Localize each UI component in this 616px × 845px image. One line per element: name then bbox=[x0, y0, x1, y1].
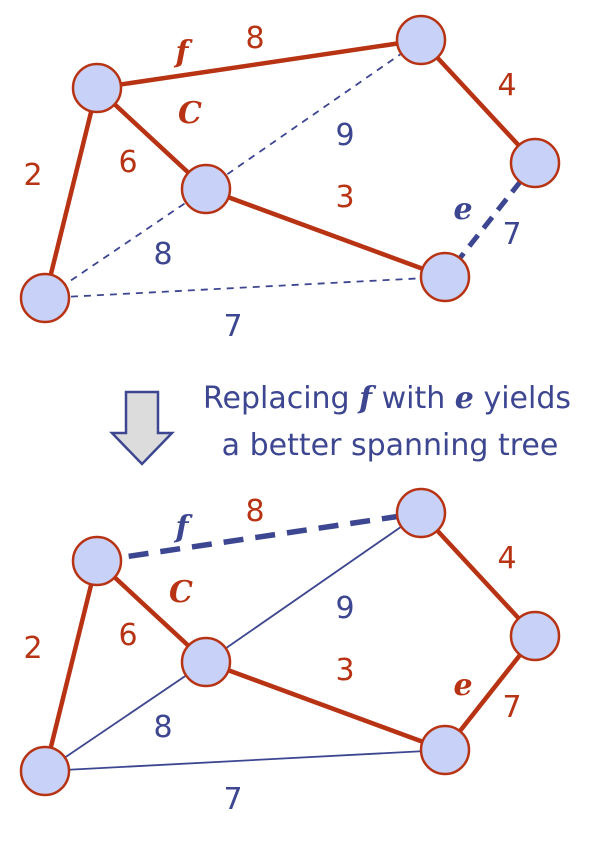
edge-weight-B-C: 4 bbox=[497, 68, 516, 103]
edge-weight-A-D: 6 bbox=[118, 145, 137, 180]
edge-weight-A-B: 8 bbox=[245, 21, 264, 56]
symbol-C: C bbox=[169, 575, 193, 610]
graph-before: 8 4 2 6 3 9 8 7 7 fCe bbox=[19, 14, 561, 344]
edge-weight-D-B: 9 bbox=[335, 118, 354, 153]
symbol-f: f bbox=[174, 510, 194, 545]
down-arrow-icon bbox=[109, 390, 175, 466]
node-A bbox=[71, 62, 123, 114]
node-A bbox=[71, 535, 123, 587]
edge-weight-E-F: 7 bbox=[223, 782, 242, 817]
edge-D-E bbox=[44, 661, 207, 772]
edge-weight-D-F: 3 bbox=[335, 653, 354, 688]
edge-weight-A-E: 2 bbox=[23, 158, 42, 193]
edge-E-F bbox=[44, 276, 446, 299]
node-D bbox=[180, 636, 232, 688]
edge-A-E bbox=[42, 560, 100, 772]
edge-D-B bbox=[205, 39, 422, 190]
node-F bbox=[419, 251, 471, 303]
graph-after: 8 4 2 6 3 9 8 7 7 fCe bbox=[19, 487, 561, 817]
edge-A-B bbox=[96, 510, 422, 564]
edge-D-E bbox=[44, 188, 207, 299]
node-C bbox=[509, 137, 561, 189]
node-E bbox=[19, 272, 71, 324]
edge-weight-E-F: 7 bbox=[223, 309, 242, 344]
edge-weight-D-E: 8 bbox=[153, 237, 172, 272]
caption-line-1: Replacing f with e yields bbox=[203, 381, 571, 416]
node-B bbox=[395, 487, 447, 539]
symbol-C: C bbox=[178, 96, 202, 131]
edge-weight-B-C: 4 bbox=[497, 541, 516, 576]
edge-weight-C-F: 7 bbox=[502, 217, 521, 252]
edge-B-C bbox=[419, 38, 537, 165]
node-E bbox=[19, 745, 71, 797]
edge-D-B bbox=[205, 512, 422, 663]
edge-D-F bbox=[205, 659, 446, 753]
caption-line-2: a better spanning tree bbox=[222, 428, 559, 463]
edge-weight-A-B: 8 bbox=[245, 494, 264, 529]
edge-weight-D-E: 8 bbox=[153, 710, 172, 745]
edge-weight-A-D: 6 bbox=[118, 618, 137, 653]
edge-weight-D-B: 9 bbox=[335, 591, 354, 626]
edge-B-C bbox=[419, 511, 537, 638]
edge-A-B bbox=[96, 37, 422, 91]
node-D bbox=[180, 163, 232, 215]
node-B bbox=[395, 14, 447, 66]
edge-A-E bbox=[42, 87, 100, 299]
edge-D-F bbox=[205, 186, 446, 280]
node-F bbox=[419, 724, 471, 776]
symbol-e: e bbox=[453, 668, 472, 703]
symbol-e: e bbox=[453, 192, 472, 227]
edge-E-F bbox=[44, 749, 446, 772]
edge-weight-A-E: 2 bbox=[23, 631, 42, 666]
symbol-f: f bbox=[174, 35, 194, 70]
node-C bbox=[509, 610, 561, 662]
edge-weight-D-F: 3 bbox=[335, 180, 354, 215]
edge-weight-C-F: 7 bbox=[502, 690, 521, 725]
